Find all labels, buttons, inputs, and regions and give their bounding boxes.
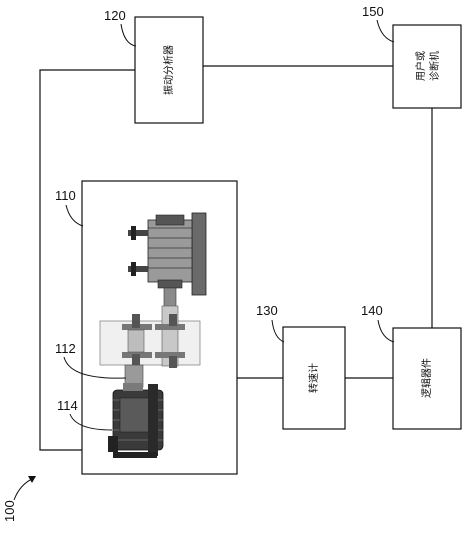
tachometer-label: 转速计 xyxy=(307,363,320,393)
analyzer-label: 振动分析器 xyxy=(162,45,175,95)
logic-block: 逻辑器件 140 xyxy=(361,303,462,430)
tachometer-ref-leader xyxy=(271,319,285,343)
machine-ref-leader xyxy=(65,204,84,227)
tachometer-block: 转速计 130 xyxy=(256,303,346,430)
figure-arrow-head xyxy=(28,476,36,483)
motor-ref-leader xyxy=(69,413,113,431)
tachometer-box xyxy=(282,326,346,430)
connection-wires xyxy=(39,65,433,451)
user-box xyxy=(392,24,462,109)
motor-ref: 114 xyxy=(57,398,78,413)
motor-image xyxy=(108,383,164,458)
machine-illustration xyxy=(99,212,207,458)
user-ref-leader xyxy=(376,19,395,43)
figure-arrow xyxy=(13,477,35,501)
coupling-assembly-image xyxy=(99,305,201,388)
figure-number: 100 xyxy=(2,500,17,522)
wire-analyzer-motor xyxy=(39,69,135,451)
user-ref: 150 xyxy=(362,4,384,19)
tachometer-ref: 130 xyxy=(256,303,278,318)
coupling-ref: 112 xyxy=(55,341,76,356)
analyzer-block: 振动分析器 120 xyxy=(104,8,204,124)
coupling-ref-group: 112 xyxy=(55,341,127,379)
coupling-ref-leader xyxy=(63,356,127,379)
logic-label: 逻辑器件 xyxy=(420,358,433,398)
user-label-line2: 诊断机 xyxy=(428,51,441,81)
logic-ref-leader xyxy=(377,319,395,343)
motor-ref-group: 114 xyxy=(57,398,113,431)
user-label-line1: 用户或 xyxy=(414,51,427,81)
analyzer-ref-leader xyxy=(120,23,137,47)
analyzer-ref: 120 xyxy=(104,8,126,23)
figure-number-group: 100 xyxy=(2,476,36,522)
logic-ref: 140 xyxy=(361,303,383,318)
user-block: 用户或 诊断机 150 xyxy=(362,4,462,109)
machine-ref-group: 110 xyxy=(55,188,84,227)
analyzer-box xyxy=(134,16,204,124)
machine-ref: 110 xyxy=(55,188,76,203)
driven-equipment-image xyxy=(128,212,207,309)
logic-box xyxy=(392,327,462,430)
